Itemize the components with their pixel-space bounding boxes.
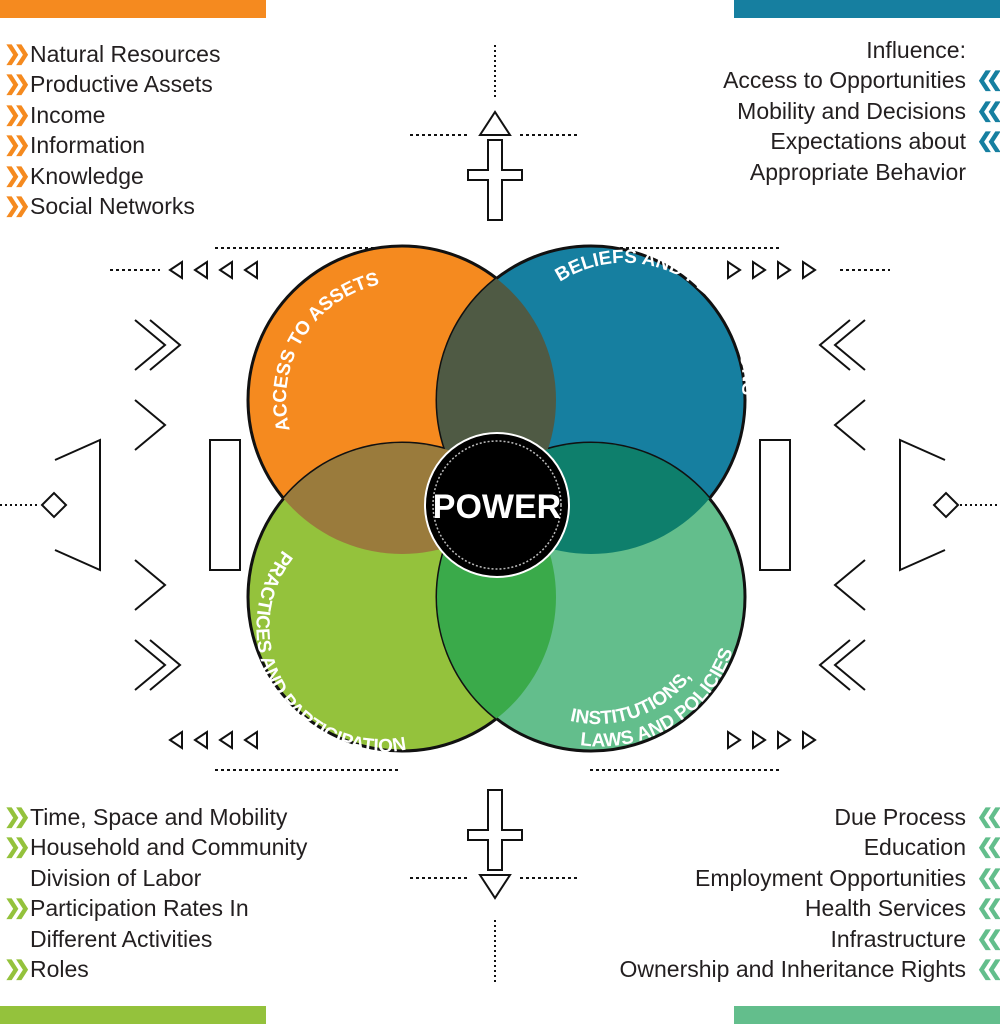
teal-bar [734,1006,1000,1024]
double-chevron-left-icon: ❮❮ [976,69,1000,92]
list-item: Infrastructure❮❮ [620,924,1000,954]
list-item: ❯❯Information [4,130,220,160]
list-item: ❯❯Social Networks [4,191,220,221]
double-chevron-right-icon: ❯❯ [4,958,31,981]
power-badge: POWER [424,432,570,578]
list-item: ❯❯Household and Community [4,832,307,862]
list-item: Employment Opportunities❮❮ [620,863,1000,893]
list-item: ❯❯Natural Resources [4,39,220,69]
double-chevron-right-icon: ❯❯ [4,73,31,96]
tribal-pattern [0,45,1000,985]
double-chevron-left-icon: ❮❮ [976,866,1000,889]
list-item: Due Process❮❮ [620,802,1000,832]
list-item-continuation: Different Activities [30,925,213,952]
double-chevron-left-icon: ❮❮ [976,130,1000,153]
list-item-continuation: Division of Labor [30,864,202,891]
beliefs-list: Influence: Access to Opportunities❮❮ Mob… [723,35,1000,187]
green-bar [0,1006,266,1024]
institutions-list: Due Process❮❮ Education❮❮ Employment Opp… [620,802,1000,984]
double-chevron-left-icon: ❮❮ [976,897,1000,920]
access-to-assets-list: ❯❯Natural Resources ❯❯Productive Assets … [4,39,220,221]
double-chevron-right-icon: ❯❯ [4,195,31,218]
list-item: Education❮❮ [620,832,1000,862]
list-heading: Influence: [866,37,966,63]
double-chevron-left-icon: ❮❮ [976,927,1000,950]
list-item: Mobility and Decisions❮❮ [723,96,1000,126]
double-chevron-right-icon: ❯❯ [4,103,31,126]
double-chevron-right-icon: ❯❯ [4,836,31,859]
practices-list: ❯❯Time, Space and Mobility ❯❯Household a… [4,802,307,984]
list-item: ❯❯Participation Rates In [4,893,307,923]
double-chevron-left-icon: ❮❮ [976,806,1000,828]
list-item-continuation: Appropriate Behavior [749,158,966,185]
orange-bar [0,0,266,18]
blue-bar [734,0,1000,18]
double-chevron-right-icon: ❯❯ [4,134,31,157]
double-chevron-right-icon: ❯❯ [4,43,31,65]
list-item: Access to Opportunities❮❮ [723,65,1000,95]
list-item: Health Services❮❮ [620,893,1000,923]
list-item: ❯❯Time, Space and Mobility [4,802,307,832]
double-chevron-left-icon: ❮❮ [976,99,1000,122]
list-item: Ownership and Inheritance Rights❮❮ [620,954,1000,984]
list-item: Expectations about❮❮ [723,126,1000,156]
double-chevron-right-icon: ❯❯ [4,806,31,828]
list-item: ❯❯Knowledge [4,161,220,191]
list-item: ❯❯Productive Assets [4,69,220,99]
double-chevron-left-icon: ❮❮ [976,958,1000,981]
power-label: POWER [433,488,561,526]
double-chevron-right-icon: ❯❯ [4,164,31,187]
double-chevron-right-icon: ❯❯ [4,897,31,920]
left-triangles [168,260,817,750]
list-item: ❯❯Income [4,100,220,130]
double-chevron-left-icon: ❮❮ [976,836,1000,859]
list-item: ❯❯Roles [4,954,307,984]
